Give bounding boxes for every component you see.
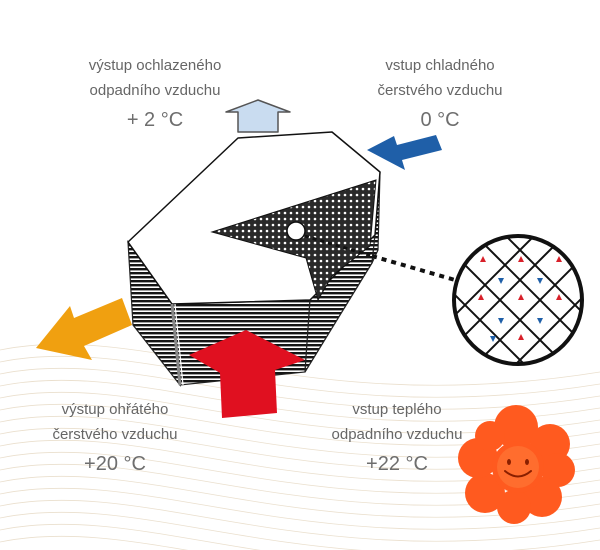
label-exhaust-out: výstup ochlazeného odpadního vzduchu + 2… bbox=[40, 53, 270, 135]
supply-out-arrow bbox=[36, 298, 132, 360]
label-exhaust-out-temp: + 2 °C bbox=[126, 109, 184, 131]
label-supply-out: výstup ohřátého čerstvého vzduchu +20 °C bbox=[0, 397, 230, 479]
label-fresh-in-line2: čerstvého vzduchu bbox=[377, 82, 503, 99]
heat-exchanger bbox=[127, 131, 381, 387]
label-extract-in-temp: +22 °C bbox=[366, 453, 428, 475]
label-fresh-in: vstup chladného čerstvého vzduchu 0 °C bbox=[325, 53, 555, 135]
smiling-flower-icon bbox=[458, 405, 575, 524]
exhaust-out-arrow bbox=[225, 99, 291, 133]
magnifier-detail-icon bbox=[286, 221, 306, 241]
label-extract-in: vstup teplého odpadního vzduchu +22 °C bbox=[282, 397, 512, 479]
label-supply-out-temp: +20 °C bbox=[84, 453, 146, 475]
label-supply-out-line2: čerstvého vzduchu bbox=[52, 426, 178, 443]
fresh-in-arrow bbox=[367, 135, 442, 170]
detail-circle bbox=[371, 234, 584, 366]
label-extract-in-line1: vstup teplého bbox=[352, 401, 442, 418]
label-exhaust-out-line2: odpadního vzduchu bbox=[89, 82, 221, 99]
detail-flow-arrows bbox=[478, 256, 562, 342]
label-supply-out-line1: výstup ohřátého bbox=[61, 401, 169, 418]
label-fresh-in-temp: 0 °C bbox=[420, 109, 460, 131]
label-extract-in-line2: odpadního vzduchu bbox=[331, 426, 463, 443]
extract-in-arrow bbox=[189, 330, 305, 418]
label-exhaust-out-line1: výstup ochlazeného bbox=[88, 57, 222, 74]
label-fresh-in-line1: vstup chladného bbox=[385, 57, 495, 74]
